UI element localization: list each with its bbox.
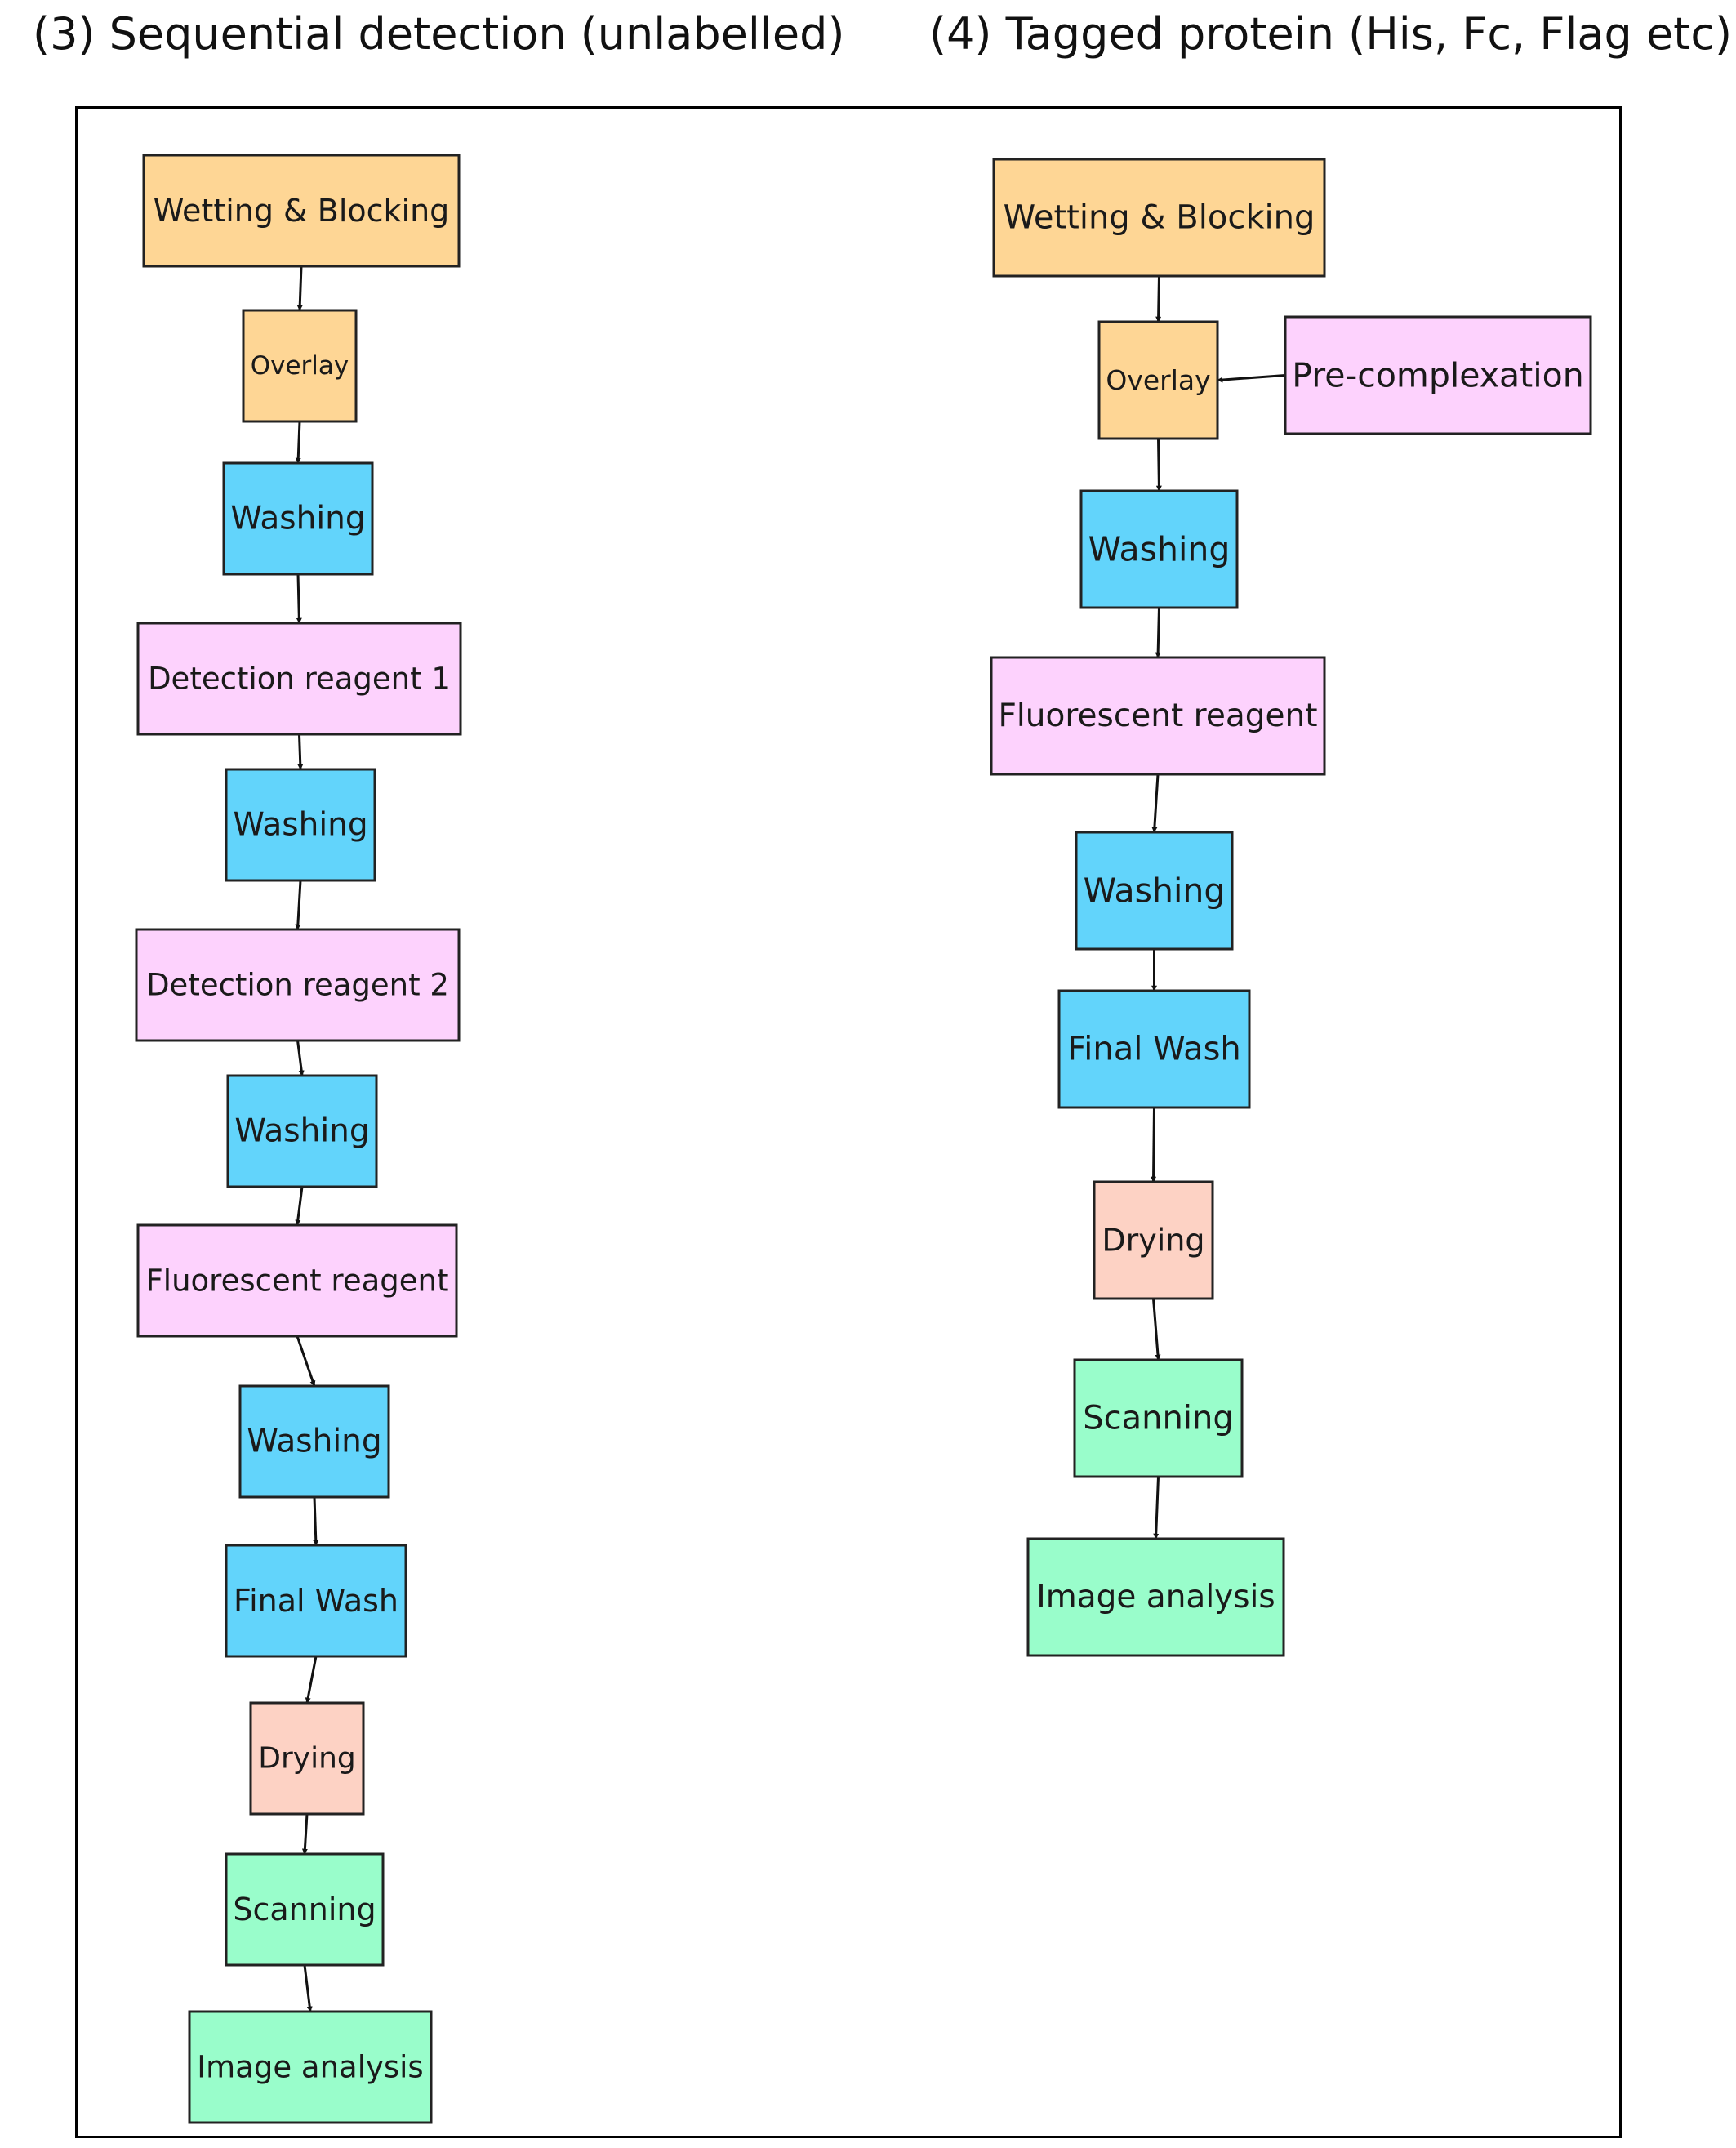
node-washing: Washing <box>1079 489 1239 609</box>
node-label: Final Wash <box>234 1583 398 1619</box>
node-final-wash: Final Wash <box>225 1544 407 1658</box>
arrow-l2-to-l3 <box>295 421 301 464</box>
node-box <box>1057 989 1251 1109</box>
arrow-l8-to-l9 <box>296 1335 316 1387</box>
node-label: Overlay <box>1106 364 1210 396</box>
node-label: Fluorescent reagent <box>998 697 1317 734</box>
node-image-analysis: Image analysis <box>1026 1537 1285 1657</box>
node-label: Image analysis <box>197 2050 423 2085</box>
node-box <box>992 158 1326 278</box>
node-overlay: Overlay <box>1097 320 1219 440</box>
node-box <box>1093 1180 1214 1300</box>
node-box <box>1284 315 1592 435</box>
node-wetting-and-blocking: Wetting & Blocking <box>992 158 1326 278</box>
node-label: Scanning <box>233 1892 376 1927</box>
node-box <box>1075 831 1234 951</box>
node-box <box>136 622 462 736</box>
diagram-frame <box>75 106 1622 2138</box>
node-box <box>225 1852 385 1967</box>
node-box <box>1073 1358 1244 1478</box>
node-drying: Drying <box>1093 1180 1214 1300</box>
arrow-l7-to-l8 <box>295 1186 304 1226</box>
node-pre-complexation: Pre-complexation <box>1284 315 1592 435</box>
node-box <box>1097 320 1219 440</box>
node-box <box>990 656 1326 776</box>
node-label: Overlay <box>251 351 349 381</box>
arrow-l6-to-l7 <box>296 1040 305 1076</box>
node-label: Final Wash <box>1067 1031 1241 1068</box>
node-fluorescent-reagent: Fluorescent reagent <box>990 656 1326 776</box>
arrow-l3-to-l4 <box>296 573 302 624</box>
node-wetting-and-blocking: Wetting & Blocking <box>142 154 461 268</box>
arrow-l5-to-l6 <box>295 880 302 930</box>
node-box <box>222 461 374 576</box>
node-label: Washing <box>230 501 365 537</box>
node-box <box>225 1544 407 1658</box>
node-label: Wetting & Blocking <box>154 193 450 229</box>
arrow-r4-to-r5 <box>1151 773 1160 833</box>
node-scanning: Scanning <box>225 1852 385 1967</box>
node-label: Scanning <box>1083 1400 1233 1437</box>
arrow-r6-to-r7 <box>1151 1107 1157 1183</box>
node-box <box>225 768 376 882</box>
node-washing: Washing <box>238 1384 390 1499</box>
arrow-l10-to-l11 <box>305 1656 318 1704</box>
node-fluorescent-reagent: Fluorescent reagent <box>136 1223 458 1338</box>
node-box <box>226 1074 378 1188</box>
arrow-l11-to-l12 <box>301 1813 309 1855</box>
node-washing: Washing <box>225 768 376 882</box>
arrow-l1-to-l2 <box>296 265 303 311</box>
node-image-analysis: Image analysis <box>188 2010 433 2124</box>
node-label: Drying <box>258 1742 356 1776</box>
node-box <box>1026 1537 1285 1657</box>
node-washing: Washing <box>1075 831 1234 951</box>
node-scanning: Scanning <box>1073 1358 1244 1478</box>
node-label: Detection reagent 1 <box>148 662 451 697</box>
node-label: Washing <box>234 1113 369 1150</box>
arrow-rp-to-r2 <box>1217 374 1286 383</box>
node-label: Drying <box>1102 1223 1204 1259</box>
arrow-r7-to-r8 <box>1152 1298 1161 1361</box>
node-label: Washing <box>1084 871 1226 911</box>
heading-sequential-detection: (3) Sequential detection (unlabelled) <box>33 8 845 60</box>
node-box <box>242 309 358 423</box>
node-box <box>1079 489 1239 609</box>
node-box <box>188 2010 433 2124</box>
arrow-r2-to-r3 <box>1155 438 1162 492</box>
node-label: Washing <box>1088 530 1231 569</box>
node-label: Image analysis <box>1036 1579 1275 1615</box>
node-detection-reagent-1: Detection reagent 1 <box>136 622 462 736</box>
node-box <box>249 1701 365 1816</box>
arrow-l4-to-l5 <box>297 733 304 770</box>
arrow-r1-to-r2 <box>1155 275 1162 323</box>
node-box <box>238 1384 390 1499</box>
arrow-l12-to-l13 <box>303 1964 313 2012</box>
node-label: Fluorescent reagent <box>146 1263 449 1299</box>
arrow-l9-to-l10 <box>313 1496 319 1546</box>
node-detection-reagent-2: Detection reagent 2 <box>135 928 461 1042</box>
node-label: Pre-complexation <box>1292 356 1583 395</box>
arrow-r3-to-r4 <box>1155 607 1161 658</box>
heading-tagged-protein: (4) Tagged protein (His, Fc, Flag etc) <box>929 8 1733 60</box>
nodes-layer: Wetting & BlockingOverlayWashingDetectio… <box>135 154 1592 2124</box>
node-label: Wetting & Blocking <box>1004 199 1315 237</box>
node-washing: Washing <box>222 461 374 576</box>
node-final-wash: Final Wash <box>1057 989 1251 1109</box>
node-box <box>135 928 461 1042</box>
node-washing: Washing <box>226 1074 378 1188</box>
node-label: Washing <box>247 1424 381 1460</box>
arrow-r8-to-r9 <box>1153 1476 1160 1540</box>
node-drying: Drying <box>249 1701 365 1816</box>
node-box <box>136 1223 458 1338</box>
node-overlay: Overlay <box>242 309 358 423</box>
node-label: Detection reagent 2 <box>146 968 449 1003</box>
node-label: Washing <box>233 807 367 844</box>
edges-layer <box>295 265 1286 2012</box>
node-box <box>142 154 461 268</box>
